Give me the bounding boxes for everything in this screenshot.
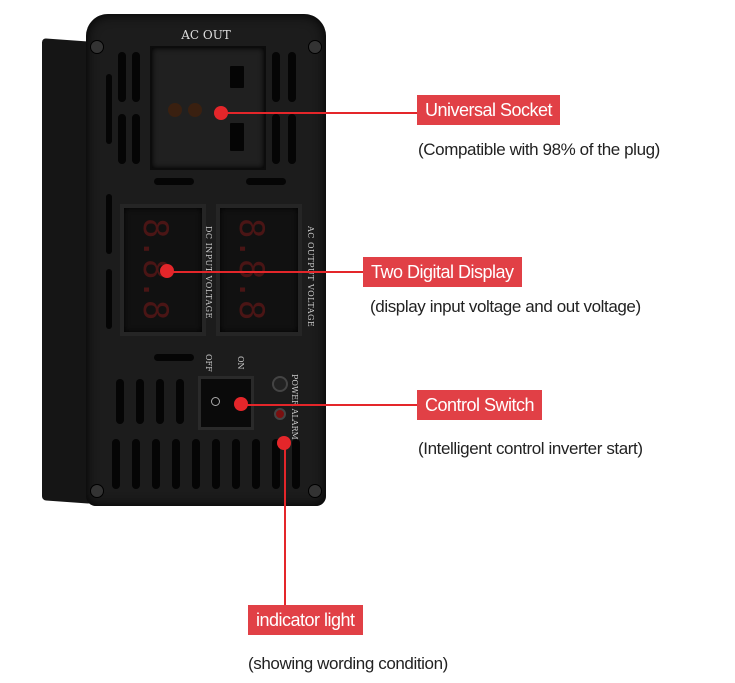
ac-output-voltage-label: AC OUTPUT VOLTAGE	[306, 226, 315, 328]
ac-output-display: 8.8.8	[216, 204, 302, 336]
callout-socket-title: Universal Socket	[417, 95, 561, 125]
callout-socket-desc: (Compatible with 98% of the plug)	[418, 140, 660, 159]
callout-switch-title: Control Switch	[417, 390, 543, 420]
switch-on-label: ON	[236, 356, 245, 370]
inverter-front-panel: AC OUT	[86, 14, 326, 506]
callout-switch-desc: (Intelligent control inverter start)	[418, 439, 643, 458]
callout-indicator-title: indicator light	[248, 605, 363, 635]
alarm-lamp	[274, 408, 286, 420]
power-lamp	[272, 376, 288, 392]
universal-socket	[150, 46, 266, 170]
dc-input-display: 8.8.8	[120, 204, 206, 336]
callout-display-title: Two Digital Display	[363, 257, 522, 287]
callout-indicator-desc: (showing wording condition)	[248, 654, 448, 673]
power-alarm-label: POWER ALARM	[290, 374, 299, 440]
switch-off-label: OFF	[204, 354, 213, 372]
ac-out-label: AC OUT	[181, 28, 231, 42]
screw-icon	[90, 40, 104, 54]
screw-icon	[308, 40, 322, 54]
mounting-flange	[42, 38, 92, 504]
screw-icon	[90, 484, 104, 498]
screw-icon	[308, 484, 322, 498]
callout-display-desc: (display input voltage and out voltage)	[370, 297, 641, 316]
